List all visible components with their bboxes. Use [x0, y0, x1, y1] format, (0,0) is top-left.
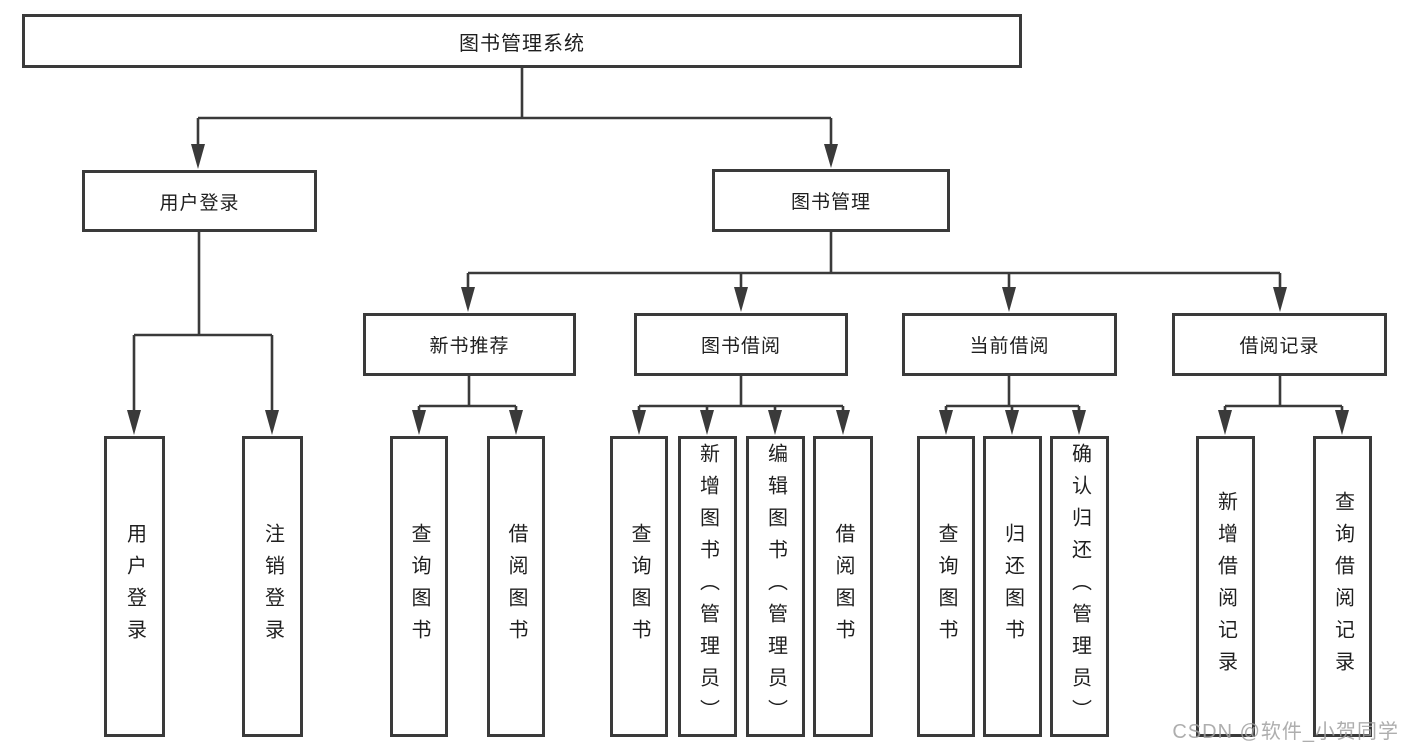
leaf-add-borrow-record: 新增借阅记录 [1196, 436, 1255, 737]
arrowheads [127, 144, 1349, 435]
connector-bookborrow-to-leaves [637, 376, 845, 418]
leaf-logout: 注销登录 [242, 436, 303, 737]
leaf-query-books-recommend: 查询图书 [390, 436, 448, 737]
leaf-label: 新增图书（管理员） [696, 442, 719, 731]
leaf-label: 查询图书 [628, 522, 650, 651]
node-current-borrowing: 当前借阅 [902, 313, 1117, 376]
connector-newbooks-to-leaves [417, 376, 518, 418]
leaf-query-borrow-record: 查询借阅记录 [1313, 436, 1372, 737]
leaf-borrow-books-recommend: 借阅图书 [487, 436, 545, 737]
node-book-management-system: 图书管理系统 [22, 14, 1022, 68]
leaf-confirm-return-admin: 确认归还（管理员） [1050, 436, 1109, 737]
leaf-label: 确认归还（管理员） [1068, 442, 1091, 731]
connector-bookmgmt-to-level3 [466, 232, 1282, 295]
leaf-query-books-current: 查询图书 [917, 436, 975, 737]
connector-root-to-level2 [196, 68, 833, 152]
connector-records-to-leaves [1223, 376, 1344, 418]
leaf-label: 借阅图书 [505, 522, 527, 651]
leaf-label: 查询借阅记录 [1331, 490, 1354, 683]
leaf-label: 借阅图书 [832, 522, 854, 651]
node-borrowing-records: 借阅记录 [1172, 313, 1387, 376]
leaf-label: 注销登录 [261, 522, 284, 651]
leaf-return-books: 归还图书 [983, 436, 1042, 737]
connector-userlogin-to-leaves [132, 232, 274, 418]
leaf-label: 查询图书 [408, 522, 430, 651]
leaf-label: 归还图书 [1001, 522, 1024, 651]
leaf-label: 用户登录 [123, 522, 146, 651]
leaf-borrow-books: 借阅图书 [813, 436, 873, 737]
node-book-management: 图书管理 [712, 169, 950, 232]
leaf-label: 编辑图书（管理员） [764, 442, 787, 731]
node-new-book-recommend: 新书推荐 [363, 313, 576, 376]
node-user-login: 用户登录 [82, 170, 317, 232]
leaf-label: 查询图书 [935, 522, 957, 651]
leaf-label: 新增借阅记录 [1214, 490, 1237, 683]
leaf-query-books-borrow: 查询图书 [610, 436, 668, 737]
leaf-user-login: 用户登录 [104, 436, 165, 737]
csdn-watermark: CSDN @软件_小贺同学 [1172, 721, 1399, 743]
leaf-edit-book-admin: 编辑图书（管理员） [746, 436, 805, 737]
node-book-borrowing: 图书借阅 [634, 313, 848, 376]
leaf-add-book-admin: 新增图书（管理员） [678, 436, 737, 737]
